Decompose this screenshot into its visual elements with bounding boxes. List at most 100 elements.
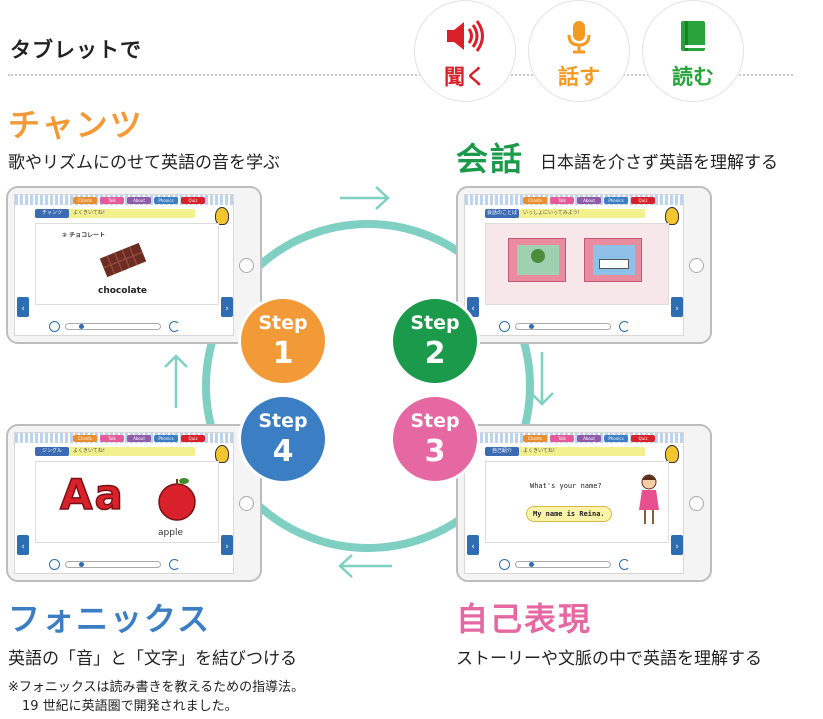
- back-button[interactable]: ‹: [17, 535, 29, 555]
- tab-about-myself[interactable]: About myself: [127, 435, 151, 442]
- tab-talk[interactable]: Talk: [550, 435, 574, 442]
- tab-talk[interactable]: Talk: [550, 197, 574, 204]
- step-1-badge: Step 1: [238, 296, 328, 386]
- lesson-titlebar: 自己紹介 よくきいてね!: [485, 447, 645, 456]
- progress-handle[interactable]: [529, 562, 534, 567]
- step4-desc: 英語の「音」と「文字」を結びつける: [8, 649, 297, 669]
- audio-player: [499, 321, 649, 333]
- home-button[interactable]: [689, 496, 704, 511]
- lesson-titlebar: 会話のことば いっしょにいってみよう!: [485, 209, 645, 218]
- answer-bubble: My name is Reina.: [526, 506, 612, 522]
- tab-phonics[interactable]: Phonics: [154, 197, 178, 204]
- replay-icon[interactable]: [169, 559, 180, 570]
- progress-handle[interactable]: [79, 324, 84, 329]
- listen-label: 聞く: [444, 65, 486, 89]
- back-button[interactable]: ‹: [17, 297, 29, 317]
- progress-track[interactable]: [515, 323, 611, 330]
- word-label: apple: [158, 528, 183, 538]
- mascot-icon: [215, 207, 229, 225]
- tab-chants[interactable]: Chants: [73, 435, 97, 442]
- audio-player: [49, 559, 199, 571]
- tab-about-myself[interactable]: About myself: [577, 435, 601, 442]
- tablet-screen: Chants Talk About myself Phonics Quiz 会話…: [464, 194, 684, 336]
- step-2-badge: Step 2: [390, 296, 480, 386]
- next-button[interactable]: ›: [671, 297, 683, 317]
- tab-phonics[interactable]: Phonics: [604, 435, 628, 442]
- arrow-right-icon: [340, 186, 390, 210]
- step4-title: フォニックス: [8, 600, 212, 638]
- book-icon: [643, 19, 743, 53]
- arrow-left-icon: [338, 554, 392, 578]
- step3-title: 自己表現: [456, 600, 593, 638]
- speak-label: 話す: [558, 65, 600, 89]
- play-button[interactable]: [49, 321, 60, 332]
- progress-handle[interactable]: [529, 324, 534, 329]
- play-button[interactable]: [499, 321, 510, 332]
- replay-icon[interactable]: [169, 321, 180, 332]
- read-label: 読む: [672, 65, 714, 89]
- play-button[interactable]: [499, 559, 510, 570]
- arrow-down-icon: [530, 352, 554, 406]
- tab-quiz[interactable]: Quiz: [181, 197, 205, 204]
- phonics-note-line1: ※フォニックスは読み書きを教えるための指導法。: [8, 680, 305, 695]
- lesson-content: What's your name? My name is Reina.: [485, 461, 669, 543]
- home-button[interactable]: [239, 258, 254, 273]
- step-3-badge: Step 3: [390, 394, 480, 484]
- home-button[interactable]: [239, 496, 254, 511]
- replay-icon[interactable]: [619, 321, 630, 332]
- mascot-icon: [215, 445, 229, 463]
- lesson-content: Aa apple: [35, 461, 219, 543]
- audio-player: [49, 321, 199, 333]
- tab-quiz[interactable]: Quiz: [181, 435, 205, 442]
- tab-talk[interactable]: Talk: [100, 197, 124, 204]
- tab-chants[interactable]: Chants: [523, 435, 547, 442]
- girl-character-icon: [639, 474, 659, 524]
- mascot-icon: [665, 207, 679, 225]
- progress-track[interactable]: [65, 561, 161, 568]
- tablet-screen: Chants Talk About myself Phonics Quiz 自己…: [464, 432, 684, 574]
- nav-tabs: Chants Talk About myself Phonics Quiz: [73, 435, 205, 442]
- lesson-content: [485, 223, 669, 305]
- step2-desc: 日本語を介さず英語を理解する: [540, 153, 778, 173]
- progress-handle[interactable]: [79, 562, 84, 567]
- speak-badge: 話す: [528, 0, 630, 102]
- replay-icon[interactable]: [619, 559, 630, 570]
- tab-quiz[interactable]: Quiz: [631, 435, 655, 442]
- tab-quiz[interactable]: Quiz: [631, 197, 655, 204]
- lesson-content: ② チョコレート chocolate: [35, 223, 219, 305]
- progress-track[interactable]: [65, 323, 161, 330]
- tablet-screen: Chants Talk About myself Phonics Quiz ジン…: [14, 432, 234, 574]
- tab-about-myself[interactable]: About myself: [577, 197, 601, 204]
- phonics-note-line2: 19 世紀に英語圏で開発されました。: [22, 699, 238, 714]
- next-button[interactable]: ›: [221, 297, 233, 317]
- lesson-titlebar: チャンツ よくきいてね!: [35, 209, 195, 218]
- progress-track[interactable]: [515, 561, 611, 568]
- tab-about-myself[interactable]: About myself: [127, 197, 151, 204]
- arrow-up-icon: [164, 354, 188, 408]
- play-button[interactable]: [49, 559, 60, 570]
- question-text: What's your name?: [530, 482, 602, 490]
- tab-phonics[interactable]: Phonics: [604, 197, 628, 204]
- step1-title: チャンツ: [8, 106, 144, 144]
- tab-talk[interactable]: Talk: [100, 435, 124, 442]
- section-heading: タブレットで: [10, 38, 142, 62]
- apple-icon: [158, 478, 196, 521]
- nav-tabs: Chants Talk About myself Phonics Quiz: [523, 435, 655, 442]
- next-button[interactable]: ›: [671, 535, 683, 555]
- listen-badge: 聞く: [414, 0, 516, 102]
- tab-phonics[interactable]: Phonics: [154, 435, 178, 442]
- home-button[interactable]: [689, 258, 704, 273]
- audio-player: [499, 559, 649, 571]
- read-badge: 読む: [642, 0, 744, 102]
- next-button[interactable]: ›: [221, 535, 233, 555]
- tab-chants[interactable]: Chants: [523, 197, 547, 204]
- step1-desc: 歌やリズムにのせて英語の音を学ぶ: [8, 153, 280, 173]
- nav-tabs: Chants Talk About myself Phonics Quiz: [523, 197, 655, 204]
- tablet-self-expression: Chants Talk About myself Phonics Quiz 自己…: [456, 424, 712, 582]
- tablet-phonics: Chants Talk About myself Phonics Quiz ジン…: [6, 424, 262, 582]
- tablet-chants: Chants Talk About myself Phonics Quiz チャ…: [6, 186, 262, 344]
- back-button[interactable]: ‹: [467, 535, 479, 555]
- tab-chants[interactable]: Chants: [73, 197, 97, 204]
- item-label: ② チョコレート: [62, 232, 106, 239]
